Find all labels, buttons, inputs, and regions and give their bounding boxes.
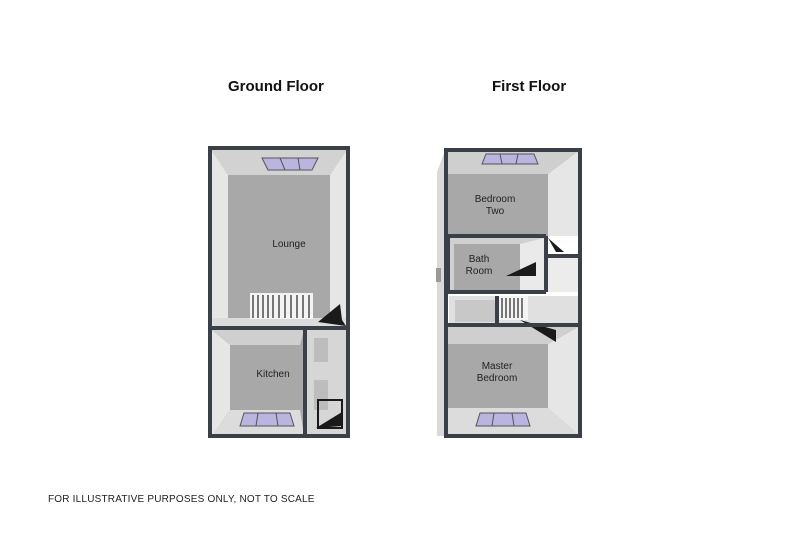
first-floor-title: First Floor	[492, 78, 567, 95]
master-bedroom-label-line1: Master	[482, 361, 513, 372]
lounge-label: Lounge	[272, 239, 306, 250]
ground-floor-title: Ground Floor	[228, 78, 324, 95]
bathroom-door-icon	[506, 262, 536, 276]
bedroom-two-label-line1: Bedroom	[475, 194, 516, 205]
kitchen-label: Kitchen	[256, 369, 289, 380]
disclaimer-text: FOR ILLUSTRATIVE PURPOSES ONLY, NOT TO S…	[48, 494, 315, 505]
lounge-door-icon	[318, 304, 346, 326]
first-walls	[444, 148, 582, 438]
ground-floor-plan: Lounge Kitchen	[208, 146, 350, 438]
bedroom-two-door-icon	[548, 238, 564, 252]
front-door-icon	[316, 412, 342, 428]
kitchen-window-icon	[239, 412, 295, 427]
bedroom-two-window-icon	[481, 153, 539, 165]
landing-area	[449, 296, 580, 324]
lounge-window-icon	[261, 157, 319, 171]
roof-slope	[437, 148, 446, 436]
master-bedroom-window-icon	[475, 412, 531, 427]
ground-walls	[208, 146, 350, 438]
bathroom-room	[449, 238, 580, 292]
bathroom-label-line2: Room	[466, 266, 493, 277]
master-bedroom-label-line2: Bedroom	[477, 373, 518, 384]
first-floor-plan: Bedroom Two Bath Room Master Bedroom	[436, 148, 582, 438]
bathroom-label-line1: Bath	[469, 254, 490, 265]
lounge-stairs	[250, 293, 313, 319]
bedroom-two-label-line2: Two	[486, 206, 505, 217]
